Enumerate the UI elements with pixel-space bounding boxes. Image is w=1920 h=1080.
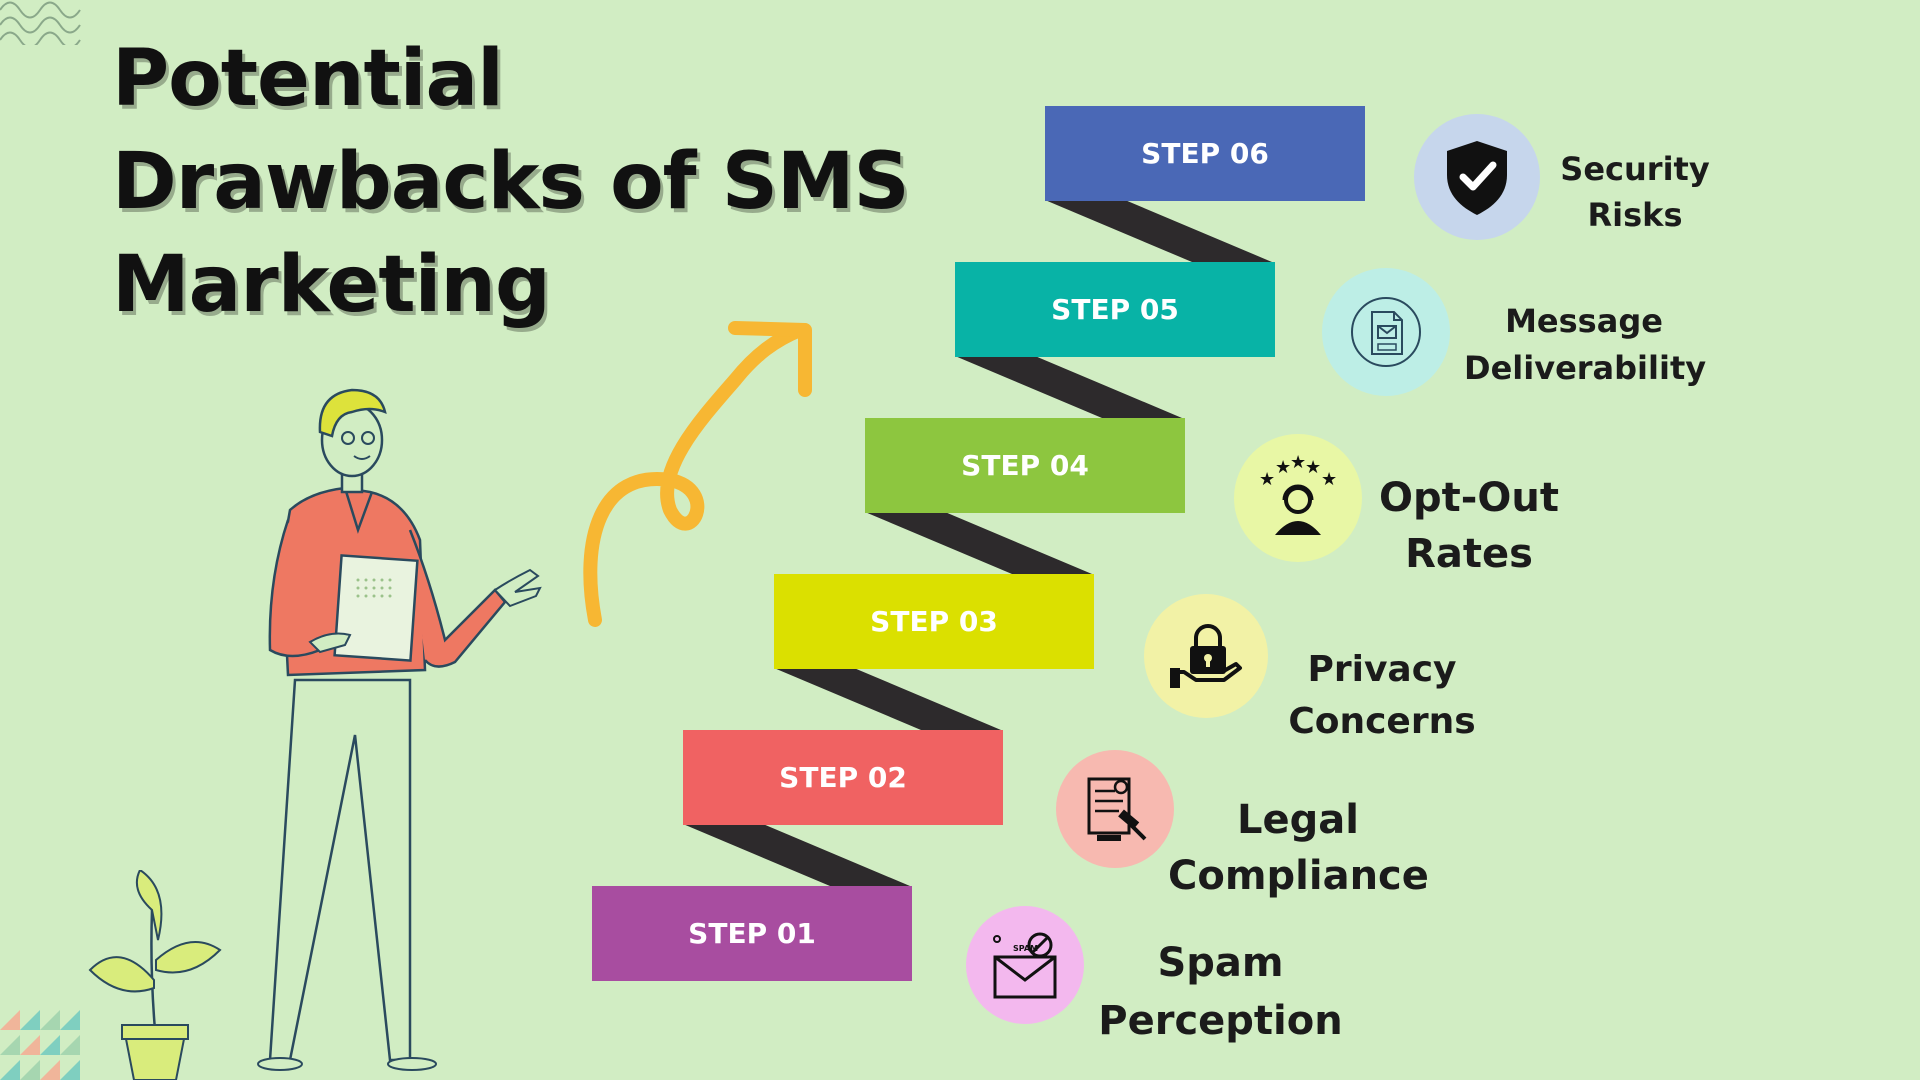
drawback-label-line: Privacy: [1307, 649, 1457, 690]
legal-document-gavel-icon: [1056, 750, 1174, 868]
lock-in-hand-icon: [1144, 594, 1268, 718]
drawback-label-opt-out-rates: Opt-Out Rates: [1374, 470, 1564, 582]
title-line-2: Drawbacks of SMS: [112, 137, 910, 227]
drawback-label-line: Message: [1505, 302, 1663, 340]
decorative-triangles: [0, 1010, 80, 1080]
curved-arrow-icon: [583, 321, 812, 627]
svg-text:★: ★: [1290, 455, 1306, 473]
step-02-label: STEP 02: [779, 761, 907, 794]
drawback-label-spam-perception: Spam Perception: [1098, 934, 1343, 1050]
spam-envelope-icon: SPAM: [966, 906, 1084, 1024]
drawback-label-line: Deliverability: [1464, 349, 1707, 387]
customer-rating-stars-icon: ★ ★ ★ ★ ★: [1234, 434, 1362, 562]
step-04-label: STEP 04: [961, 449, 1089, 482]
drawback-label-privacy-concerns: Privacy Concerns: [1282, 644, 1482, 748]
message-file-icon: [1322, 268, 1450, 396]
title-line-3: Marketing: [112, 240, 551, 330]
drawback-label-line: Legal: [1237, 797, 1359, 843]
drawback-label-line: Risks: [1587, 196, 1683, 234]
step-05-label: STEP 05: [1051, 293, 1179, 326]
decorative-squiggle: [0, 1, 81, 45]
svg-text:★: ★: [1305, 457, 1321, 478]
drawback-label-line: Security: [1560, 150, 1710, 188]
drawback-label-line: Perception: [1098, 998, 1343, 1044]
potted-plant-illustration: [88, 870, 222, 1080]
shield-check-icon: [1414, 114, 1540, 240]
page-title: Potential Drawbacks of SMS Marketing: [112, 28, 910, 337]
svg-text:SPAM: SPAM: [1013, 944, 1038, 953]
drawback-label-line: Opt-Out: [1379, 475, 1559, 521]
drawback-label-legal-compliance: Legal Compliance: [1168, 792, 1429, 904]
drawback-label-message-deliverability: Message Deliverability: [1464, 298, 1707, 392]
step-01-block: STEP 01: [592, 886, 912, 981]
step-06-block: STEP 06: [1045, 106, 1365, 201]
step-01-label: STEP 01: [688, 917, 816, 950]
svg-text:★: ★: [1275, 457, 1291, 478]
drawback-label-line: Concerns: [1288, 701, 1476, 742]
step-03-label: STEP 03: [870, 605, 998, 638]
svg-text:★: ★: [1321, 469, 1337, 490]
step-03-block: STEP 03: [774, 574, 1094, 669]
step-06-label: STEP 06: [1141, 137, 1269, 170]
person-presenting-illustration: [257, 388, 542, 1071]
step-04-block: STEP 04: [865, 418, 1185, 513]
drawback-label-line: Compliance: [1168, 853, 1429, 899]
drawback-label-security-risks: Security Risks: [1560, 146, 1710, 238]
step-05-block: STEP 05: [955, 262, 1275, 357]
title-line-1: Potential: [112, 34, 504, 124]
drawback-label-line: Spam: [1157, 940, 1284, 986]
svg-text:★: ★: [1259, 469, 1275, 490]
drawback-label-line: Rates: [1405, 531, 1533, 577]
step-02-block: STEP 02: [683, 730, 1003, 825]
